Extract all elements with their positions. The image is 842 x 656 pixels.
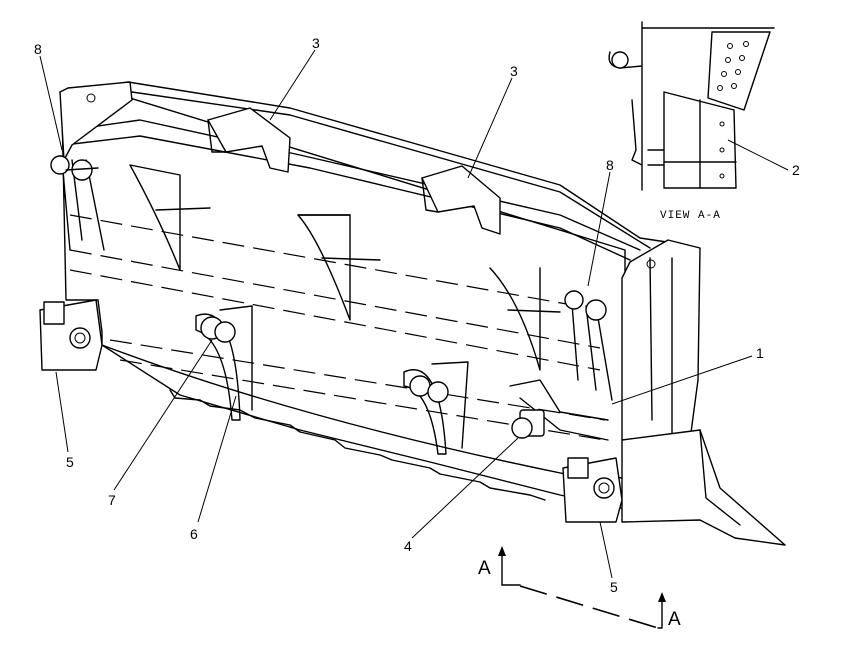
bolt-holes bbox=[717, 41, 749, 91]
top-brace-right bbox=[421, 165, 501, 235]
blade-right-end bbox=[621, 239, 701, 441]
section-label-left: A bbox=[478, 558, 491, 579]
pin-8-left bbox=[50, 155, 105, 251]
blade-back-face bbox=[61, 94, 626, 479]
trunnion-right bbox=[562, 457, 623, 523]
inset-view-a-a bbox=[608, 21, 775, 191]
section-label-right: A bbox=[668, 609, 681, 630]
callout-label: 8 bbox=[34, 41, 42, 57]
callout-label: 2 bbox=[792, 162, 800, 178]
callout-label: 5 bbox=[66, 454, 74, 470]
callout-label: 3 bbox=[312, 35, 320, 51]
callout-label: 3 bbox=[510, 63, 518, 79]
callout-label: 8 bbox=[606, 157, 614, 173]
callout-label: 4 bbox=[404, 538, 412, 554]
pin-bracket-6-7 bbox=[195, 305, 253, 421]
pin-8-right bbox=[564, 290, 613, 401]
end-bit bbox=[621, 429, 786, 546]
blade-body bbox=[59, 81, 786, 546]
inset-caption: VIEW A-A bbox=[660, 210, 721, 222]
leader-lines bbox=[39, 49, 789, 579]
section-marker-a-left bbox=[498, 546, 521, 586]
section-line bbox=[519, 585, 659, 629]
callout-label: 7 bbox=[108, 492, 116, 508]
section-marker-a-right bbox=[657, 592, 666, 629]
callout-label: 5 bbox=[610, 579, 618, 595]
trunnion-left bbox=[39, 299, 103, 371]
pin-bracket-mid bbox=[403, 361, 469, 455]
pin-4-assembly bbox=[509, 379, 609, 441]
callout-label: 1 bbox=[756, 345, 764, 361]
top-brace-left bbox=[207, 107, 291, 173]
callout-label: 6 bbox=[190, 526, 198, 542]
rib-gussets bbox=[129, 164, 561, 371]
